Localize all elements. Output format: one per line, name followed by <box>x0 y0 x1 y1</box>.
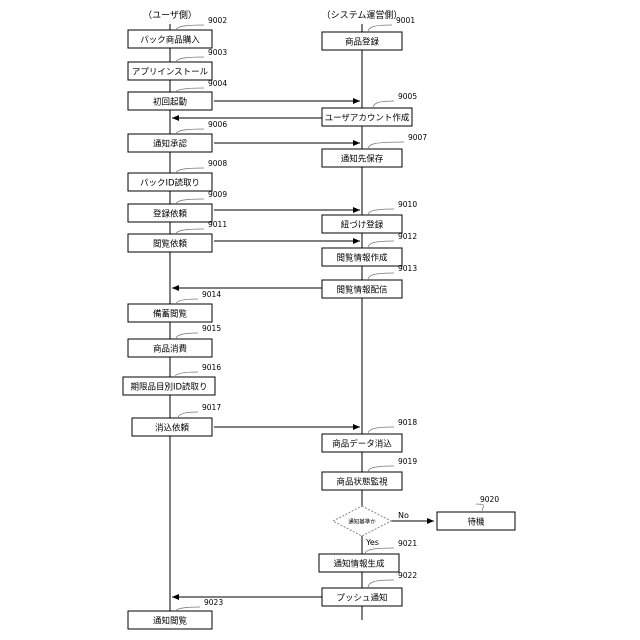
user-step-9008-leader <box>176 168 204 173</box>
system-step-9013-leader <box>368 273 394 280</box>
system-step-9005-label: ユーザアカウント作成 <box>325 112 410 123</box>
user-step-9006-leader <box>176 129 204 134</box>
user-step-9017-ref-number: 9017 <box>202 403 221 412</box>
system-step-9010: 紐づけ登録 9010 <box>322 200 417 233</box>
system-step-9022-ref-number: 9022 <box>398 571 417 580</box>
system-step-9021-ref-number: 9021 <box>398 539 417 548</box>
user-step-9003-ref-number: 9003 <box>208 48 227 57</box>
system-step-9005-ref-number: 9005 <box>398 92 417 101</box>
user-step-9004-leader <box>176 88 204 92</box>
system-step-9022-label: プッシュ通知 <box>336 592 387 603</box>
user-step-9015-leader <box>176 333 198 339</box>
decision-no-label: No <box>398 511 409 520</box>
system-step-9013-label: 閲覧情報配信 <box>336 284 388 295</box>
system-step-9013: 閲覧情報配信 9013 <box>322 264 417 298</box>
system-step-9001-label: 商品登録 <box>345 36 380 47</box>
wait-step-9020-leader <box>476 504 484 512</box>
user-step-9009-leader <box>176 199 204 204</box>
system-step-9001: 商品登録 9001 <box>322 16 415 50</box>
wait-step-9020-label: 待機 <box>467 516 485 527</box>
user-step-9009-ref-number: 9009 <box>208 190 227 199</box>
user-step-9009: 登録依頼 9009 <box>128 190 227 222</box>
system-step-9007-label: 通知先保存 <box>341 153 384 164</box>
user-step-9006-label: 通知承認 <box>153 138 188 149</box>
user-step-9004-label: 初回起動 <box>153 96 187 107</box>
system-step-9005: ユーザアカウント作成 9005 <box>322 92 417 126</box>
system-step-9022: プッシュ通知 9022 <box>322 571 417 606</box>
wait-step-9020: 待機 9020 <box>437 495 515 530</box>
decision-label: 通知基準か <box>348 518 376 526</box>
user-step-9015-ref-number: 9015 <box>202 324 221 333</box>
user-step-9002-leader <box>176 25 204 30</box>
user-step-9023: 通知閲覧 9023 <box>128 598 223 629</box>
decision-yes-label: Yes <box>365 538 379 547</box>
user-step-9011: 閲覧依頼 9011 <box>128 220 227 252</box>
user-step-9016-ref-number: 9016 <box>202 363 221 372</box>
wait-step-9020-ref-number: 9020 <box>480 495 499 504</box>
user-step-9003-leader <box>176 57 204 62</box>
system-step-9007-ref-number: 9007 <box>408 133 427 142</box>
system-lane-title: （システム運営側） <box>322 9 403 21</box>
user-step-9023-leader <box>176 607 200 611</box>
user-step-9017: 消込依頼 9017 <box>132 403 221 436</box>
user-step-9003-label: アプリインストール <box>132 67 209 77</box>
user-step-9011-ref-number: 9011 <box>208 220 227 229</box>
user-step-9014-label: 備蓄閲覧 <box>153 308 188 319</box>
system-step-9019-ref-number: 9019 <box>398 457 417 466</box>
system-step-9012-leader <box>368 241 394 248</box>
system-step-9019: 商品状態監視 9019 <box>322 457 417 490</box>
system-step-9022-leader <box>368 580 394 588</box>
system-step-9013-ref-number: 9013 <box>398 264 417 273</box>
user-lane-title: （ユーザ側） <box>143 9 197 21</box>
user-step-9014-leader <box>176 299 198 304</box>
user-step-9006: 通知承認 9006 <box>128 120 227 152</box>
system-step-9018: 商品データ消込 9018 <box>322 418 417 452</box>
system-step-9001-ref-number: 9001 <box>396 16 415 25</box>
user-step-9017-label: 消込依頼 <box>155 422 190 433</box>
system-step-9018-label: 商品データ消込 <box>332 438 392 449</box>
user-step-9008-label: パックID読取り <box>140 177 200 188</box>
system-step-9010-leader <box>368 209 394 215</box>
system-step-9019-label: 商品状態監視 <box>336 476 388 487</box>
user-step-9015-label: 商品消費 <box>153 343 188 354</box>
user-step-9002-ref-number: 9002 <box>208 16 227 25</box>
system-step-9010-label: 紐づけ登録 <box>341 219 384 230</box>
system-step-9019-leader <box>368 466 394 472</box>
system-step-9018-ref-number: 9018 <box>398 418 417 427</box>
system-step-9007: 通知先保存 9007 <box>322 133 427 167</box>
user-step-9004-ref-number: 9004 <box>208 79 227 88</box>
system-step-9007-leader <box>368 142 404 149</box>
user-step-9002-label: パック商品購入 <box>140 34 200 45</box>
user-step-9004: 初回起動 9004 <box>128 79 227 110</box>
system-step-9005-leader <box>373 101 394 108</box>
system-step-9012: 閲覧情報作成 9012 <box>322 232 417 266</box>
user-step-9014-ref-number: 9014 <box>202 290 221 299</box>
system-step-9021-label: 通知情報生成 <box>333 558 385 569</box>
user-step-9011-leader <box>176 229 204 234</box>
user-step-9008-ref-number: 9008 <box>208 159 227 168</box>
user-step-9003: アプリインストール 9003 <box>128 48 227 80</box>
user-step-9023-ref-number: 9023 <box>204 598 223 607</box>
user-step-9015: 商品消費 9015 <box>128 324 221 357</box>
user-step-9016-leader <box>175 372 198 377</box>
user-step-9006-ref-number: 9006 <box>208 120 227 129</box>
user-step-9009-label: 登録依頼 <box>153 208 188 219</box>
system-step-9001-leader <box>368 25 392 32</box>
user-step-9011-label: 閲覧依頼 <box>153 238 188 249</box>
system-step-9010-ref-number: 9010 <box>398 200 417 209</box>
system-step-9012-ref-number: 9012 <box>398 232 417 241</box>
system-step-9012-label: 閲覧情報作成 <box>336 252 388 263</box>
user-step-9016-label: 期限品目別ID読取り <box>130 381 207 392</box>
user-step-9017-leader <box>178 412 198 418</box>
user-step-9016: 期限品目別ID読取り 9016 <box>123 363 221 395</box>
user-step-9014: 備蓄閲覧 9014 <box>128 290 221 322</box>
user-step-9023-label: 通知閲覧 <box>153 615 188 626</box>
system-step-9021-leader <box>365 548 394 554</box>
user-step-9008: パックID読取り 9008 <box>128 159 227 191</box>
system-step-9018-leader <box>368 427 394 434</box>
